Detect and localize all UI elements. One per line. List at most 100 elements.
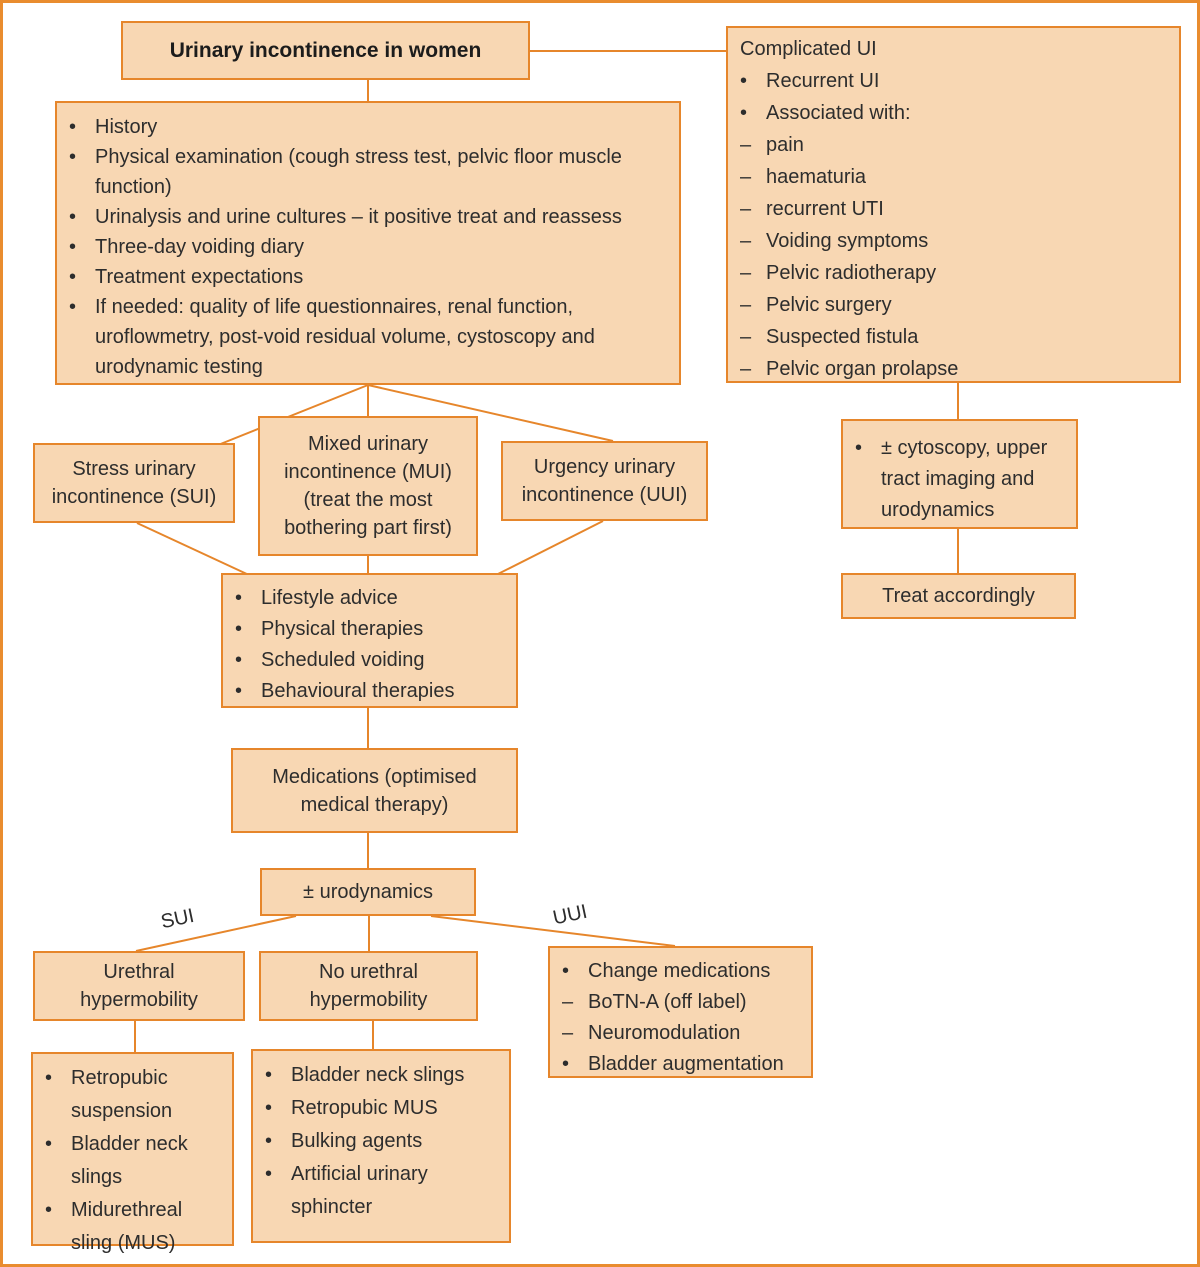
list-item: • Midurethreal sling (MUS) <box>45 1194 222 1260</box>
no-urethral-hypermobility-box: No urethral hypermobility <box>259 951 478 1021</box>
list-item-text: haematuria <box>766 166 867 188</box>
bullet-marker: • <box>562 960 570 982</box>
cystoscopy-list: • ± cytoscopy, upper tract imaging and u… <box>855 433 1066 526</box>
bullet-marker: • <box>265 1163 273 1185</box>
list-item: – haematuria <box>740 161 1169 193</box>
list-item-text: Pelvic surgery <box>766 294 892 316</box>
list-item-text: recurrent UTI <box>766 198 884 220</box>
list-item: – Pelvic surgery <box>740 289 1169 321</box>
complicated-ui-heading: Complicated UI <box>740 38 877 60</box>
list-item: • Treatment expectations <box>69 262 669 292</box>
title-box: Urinary incontinence in women <box>121 21 530 80</box>
list-item: – pain <box>740 129 1169 161</box>
list-item: – Pelvic radiotherapy <box>740 257 1169 289</box>
bullet-marker: • <box>69 206 77 228</box>
bullet-marker: • <box>740 70 748 92</box>
conservative-therapy-list: • Lifestyle advice • Physical therapies … <box>235 583 506 707</box>
list-item: • Physical examination (cough stress tes… <box>69 142 669 202</box>
bullet-marker: – <box>740 198 752 220</box>
no-urethral-treatment-box: • Bladder neck slings • Retropubic MUS •… <box>251 1049 511 1243</box>
bullet-marker: • <box>45 1133 53 1155</box>
bullet-marker: • <box>265 1130 273 1152</box>
bullet-marker: – <box>562 991 574 1013</box>
list-item: • Bladder neck slings <box>45 1128 222 1194</box>
list-item: • Retropubic suspension <box>45 1062 222 1128</box>
list-item: – Suspected fistula <box>740 321 1169 353</box>
list-item-text: Associated with: <box>766 102 911 124</box>
list-item: • Bulking agents <box>265 1125 499 1158</box>
uui-box: Urgency urinary incontinence (UUI) <box>501 441 708 521</box>
list-item-text: Physical therapies <box>261 618 424 640</box>
bullet-marker: – <box>740 262 752 284</box>
list-item-text: Artificial urinary sphincter <box>291 1163 428 1218</box>
list-item: • History <box>69 112 669 142</box>
list-item-text: Recurrent UI <box>766 70 880 92</box>
bullet-marker: • <box>265 1097 273 1119</box>
list-item-text: Neuromodulation <box>588 1022 741 1044</box>
bullet-marker: – <box>740 134 752 156</box>
bullet-marker: • <box>562 1053 570 1075</box>
list-item: • Change medications <box>562 956 801 987</box>
list-item: • Scheduled voiding <box>235 645 506 676</box>
cystoscopy-box: • ± cytoscopy, upper tract imaging and u… <box>841 419 1078 529</box>
bullet-marker: • <box>45 1199 53 1221</box>
list-item: • Lifestyle advice <box>235 583 506 614</box>
sui-box-label: Stress urinary incontinence (SUI) <box>51 458 217 508</box>
list-item-text: Bladder neck slings <box>71 1133 188 1188</box>
bullet-marker: – <box>740 166 752 188</box>
medications-box: Medications (optimised medical therapy) <box>231 748 518 833</box>
medications-label: Medications (optimised medical therapy) <box>272 765 477 816</box>
bullet-marker: • <box>69 266 77 288</box>
list-item-text: ± cytoscopy, upper tract imaging and uro… <box>881 437 1048 521</box>
list-item-text: Change medications <box>588 960 771 982</box>
assessment-list: • History • Physical examination (cough … <box>69 112 669 382</box>
assessment-box: • History • Physical examination (cough … <box>55 101 681 385</box>
list-item: • Associated with: <box>740 97 1169 129</box>
bullet-marker: – <box>740 230 752 252</box>
uui-treatment-box: • Change medications – BoTN-A (off label… <box>548 946 813 1078</box>
uui-box-label: Urgency urinary incontinence (UUI) <box>521 456 688 506</box>
list-item-text: Pelvic organ prolapse <box>766 358 959 380</box>
treat-accordingly-box: Treat accordingly <box>841 573 1076 619</box>
bullet-marker: – <box>740 358 752 380</box>
list-item-text: Lifestyle advice <box>261 587 398 609</box>
list-item: • Behavioural therapies <box>235 676 506 707</box>
list-item: • Three-day voiding diary <box>69 232 669 262</box>
urethral-treatment-list: • Retropubic suspension • Bladder neck s… <box>45 1062 222 1260</box>
bullet-marker: • <box>235 618 243 640</box>
bullet-marker: • <box>69 236 77 258</box>
complicated-ui-list: • Recurrent UI • Associated with: – pain… <box>740 65 1169 385</box>
treat-accordingly-label: Treat accordingly <box>882 585 1035 607</box>
list-item: • Retropubic MUS <box>265 1092 499 1125</box>
list-item-text: Behavioural therapies <box>261 680 455 702</box>
bullet-marker: • <box>69 116 77 138</box>
bullet-marker: • <box>265 1064 273 1086</box>
list-item: • Bladder neck slings <box>265 1059 499 1092</box>
list-item-text: Three-day voiding diary <box>95 236 304 258</box>
bullet-marker: • <box>235 587 243 609</box>
list-item: – recurrent UTI <box>740 193 1169 225</box>
urethral-hypermobility-label: Urethral hypermobility <box>80 961 198 1011</box>
complicated-ui-box: Complicated UI • Recurrent UI • Associat… <box>726 26 1181 383</box>
sui-box: Stress urinary incontinence (SUI) <box>33 443 235 523</box>
list-item-text: BoTN-A (off label) <box>588 991 747 1013</box>
list-item-text: Retropubic MUS <box>291 1097 438 1119</box>
bullet-marker: – <box>740 326 752 348</box>
list-item: • Urinalysis and urine cultures – it pos… <box>69 202 669 232</box>
urodynamics-label: ± urodynamics <box>303 881 433 903</box>
list-item-text: Pelvic radiotherapy <box>766 262 937 284</box>
list-item: • If needed: quality of life questionnai… <box>69 292 669 382</box>
list-item: • Recurrent UI <box>740 65 1169 97</box>
list-item: – Neuromodulation <box>562 1018 801 1049</box>
bullet-marker: • <box>69 146 77 168</box>
no-urethral-hypermobility-label: No urethral hypermobility <box>309 961 428 1011</box>
list-item-text: Physical examination (cough stress test,… <box>95 146 622 198</box>
list-item-text: Bladder neck slings <box>291 1064 465 1086</box>
list-item: • Artificial urinary sphincter <box>265 1158 499 1224</box>
list-item-text: Treatment expectations <box>95 266 304 288</box>
list-item-text: Retropubic suspension <box>71 1067 173 1122</box>
uui-treatment-list: • Change medications – BoTN-A (off label… <box>562 956 801 1080</box>
bullet-marker: • <box>45 1067 53 1089</box>
list-item: • Bladder augmentation <box>562 1049 801 1080</box>
